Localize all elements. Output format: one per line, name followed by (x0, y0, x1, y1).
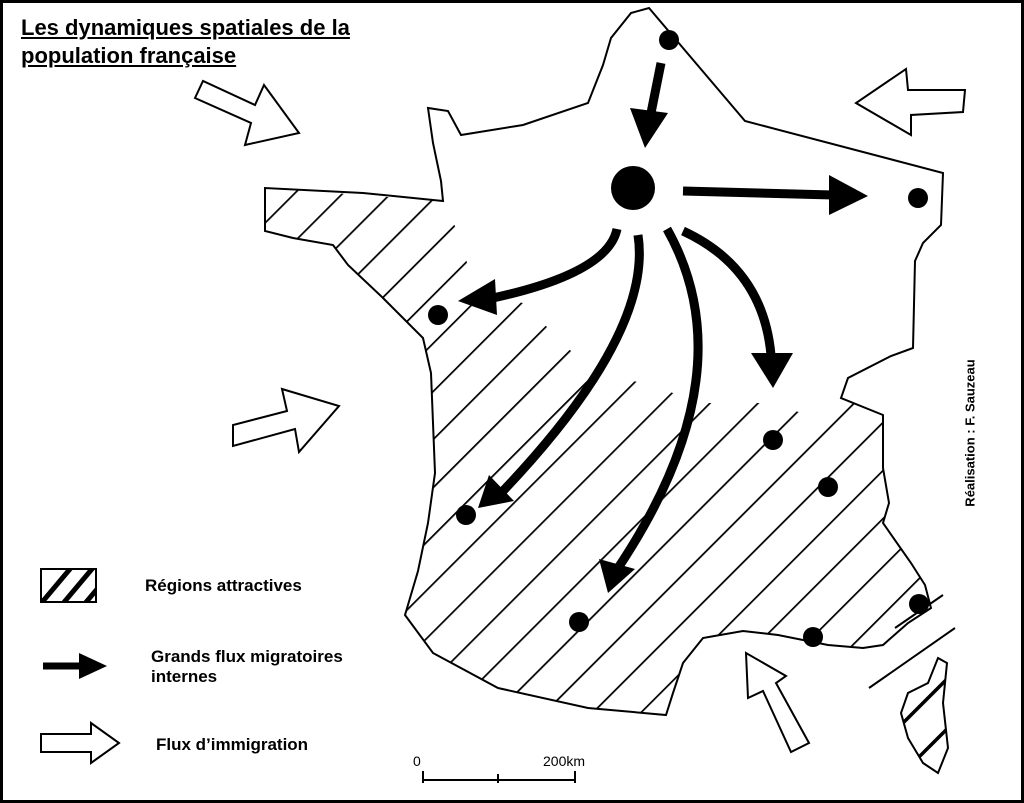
legend-symbols (40, 568, 121, 765)
scale-label-zero: 0 (413, 753, 421, 769)
immigration-arrow-south (744, 651, 811, 754)
internal-flow-arrows (458, 62, 868, 593)
legend-hatch-box (40, 568, 97, 603)
city-dot-strasbourg (908, 188, 928, 208)
scale-bar (422, 771, 576, 783)
sea-separator-line (868, 627, 956, 689)
immigration-arrow-northwest (193, 79, 301, 147)
map-title-line2: population française (21, 43, 237, 68)
immigration-arrows (193, 67, 967, 754)
legend-label-regions: Régions attractives (145, 576, 302, 595)
city-dot-nantes (428, 305, 448, 325)
city-dot-lyon (763, 430, 783, 450)
city-dot-bordeaux (456, 505, 476, 525)
city-dots (428, 30, 929, 647)
city-dot-nice (909, 594, 929, 614)
scale-label-distance: 200km (543, 753, 586, 769)
map-canvas (40, 6, 967, 783)
city-dot-grenoble (818, 477, 838, 497)
legend-immigration-arrow (40, 721, 121, 765)
legend-label-internal-flows-line1: Grands flux migratoires (151, 647, 343, 666)
city-dot-toulouse (569, 612, 589, 632)
corsica-island (899, 656, 950, 775)
paris-dot (611, 166, 655, 210)
legend-label-internal-flows-line2: internes (151, 667, 218, 686)
attractive-regions-hatch (265, 188, 938, 715)
immigration-arrow-west (232, 387, 341, 455)
city-dot-marseille (803, 627, 823, 647)
france-outline (264, 6, 945, 717)
author-credit: Réalisation : F. Sauzeau (962, 359, 978, 507)
city-dot-lille (659, 30, 679, 50)
legend-label-immigration: Flux d’immigration (156, 735, 309, 754)
immigration-arrow-northeast (854, 67, 967, 137)
map-title-line1: Les dynamiques spatiales de la (21, 15, 350, 40)
